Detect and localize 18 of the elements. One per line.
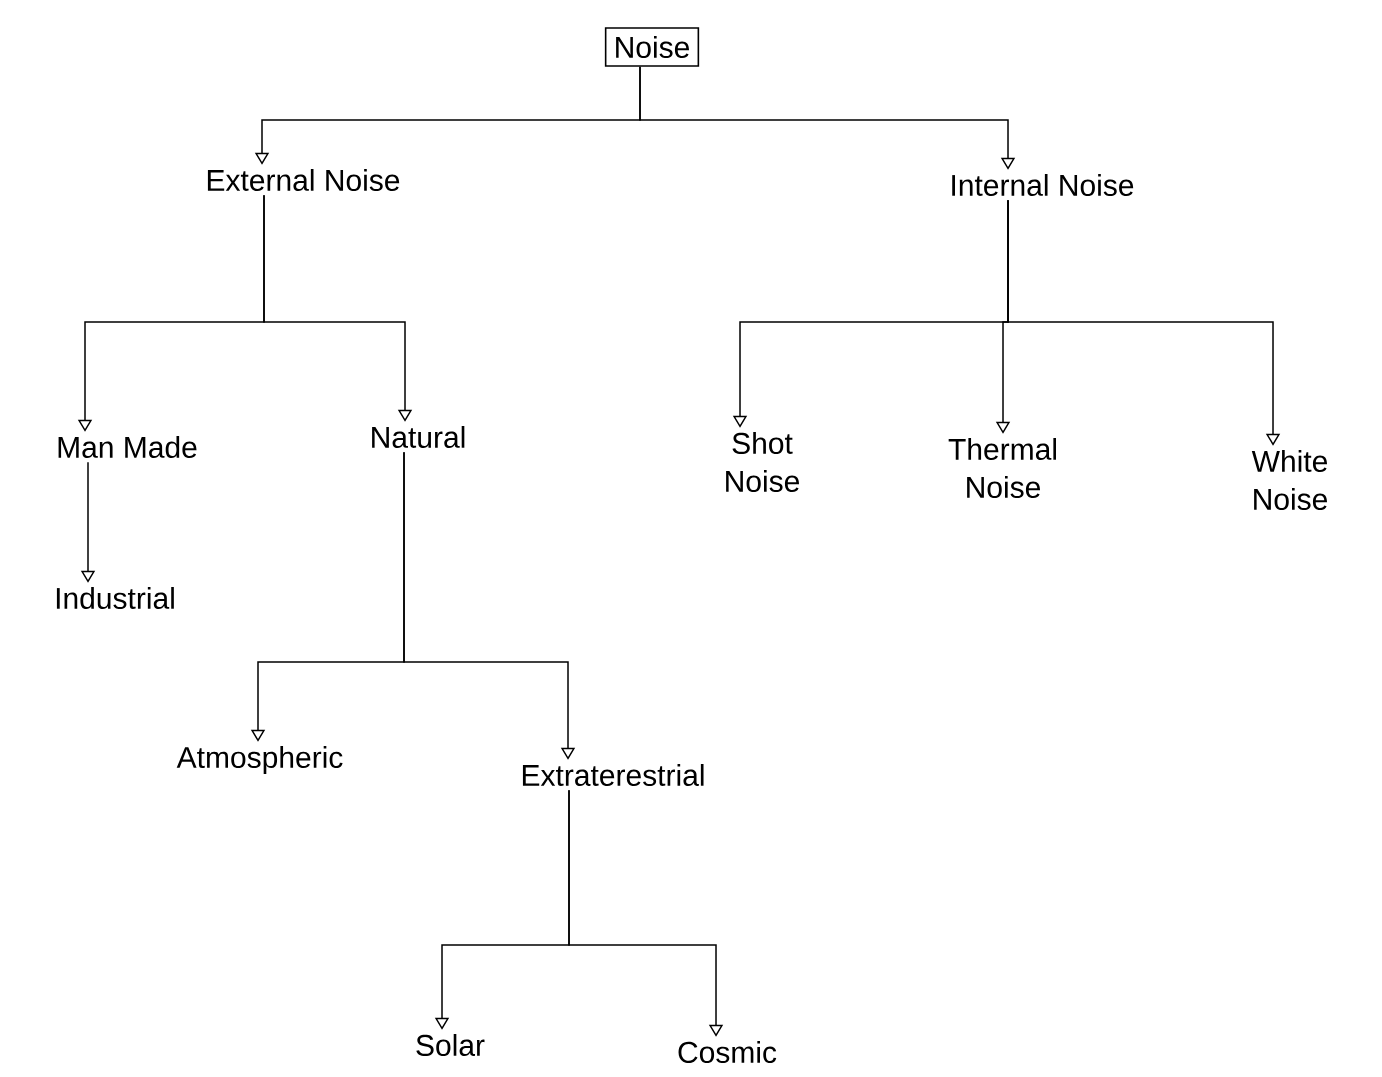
node-label: Atmospheric [176,746,343,774]
node-label: Extraterestrial [522,764,704,787]
node-label: External Noise [207,169,400,192]
node-label: Industrial [56,587,174,610]
node-label: Internal Noise [952,174,1134,197]
node-label: Solar [416,1034,485,1057]
arrow [639,66,1016,170]
arrow [568,789,724,1037]
node-label: Shot Noise [726,432,799,493]
node-label: Cosmic [678,1041,777,1064]
noise-box: Noise [604,27,700,67]
node-label: Natural [372,426,465,449]
arrow [1007,199,1281,446]
node-label: Man Made [58,436,197,459]
arrow [403,451,576,760]
arrow [263,194,413,422]
node-label: Thermal Noise [948,438,1056,499]
node-label: White Noise [1251,450,1327,511]
